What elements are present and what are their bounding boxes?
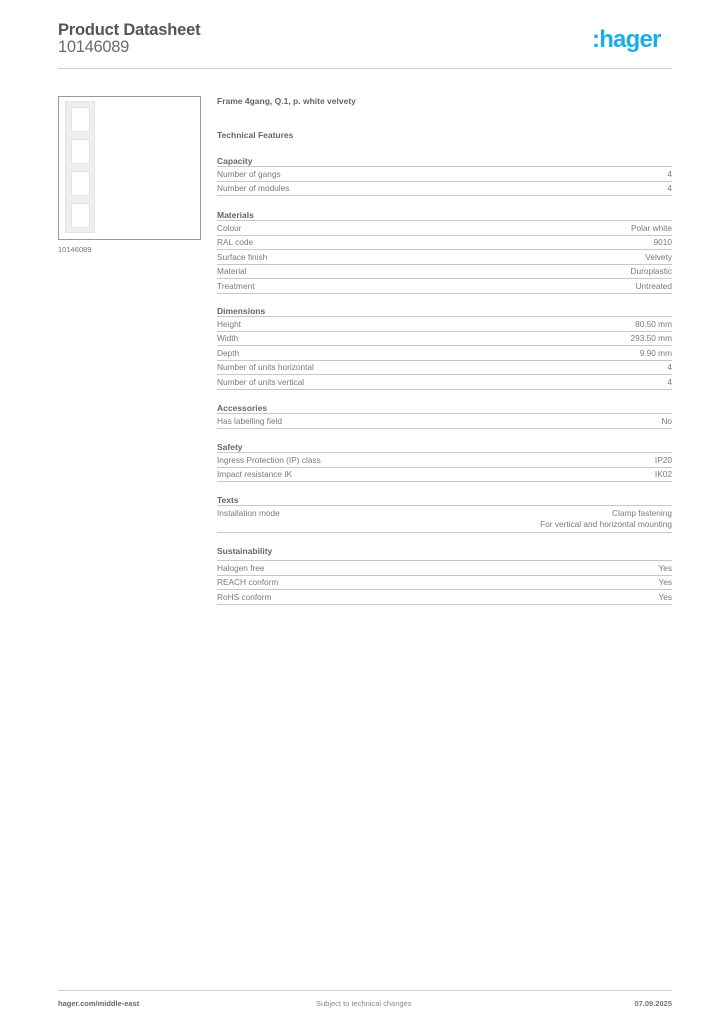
table-row: REACH conform Yes — [217, 576, 672, 590]
row-value: 4 — [667, 183, 672, 193]
row-value: 293.50 mm — [630, 333, 672, 343]
section-capacity: Capacity Number of gangs 4 Number of mod… — [217, 155, 672, 196]
table-row: Number of modules 4 — [217, 182, 672, 196]
technical-features-title: Technical Features — [217, 130, 294, 140]
row-label: RAL code — [217, 237, 254, 247]
row-value: Untreated — [635, 280, 672, 291]
section-heading: Materials — [217, 209, 672, 221]
section-heading: Safety — [217, 441, 672, 453]
table-row: Width 293.50 mm — [217, 332, 672, 346]
footer-divider — [58, 990, 672, 991]
table-row: Ingress Protection (IP) class IP20 — [217, 453, 672, 468]
section-heading: Sustainability — [217, 545, 672, 561]
header-divider — [58, 68, 672, 69]
product-name: Frame 4gang, Q.1, p. white velvety — [217, 96, 356, 106]
row-label: RoHS conform — [217, 591, 272, 602]
frame-cell-3 — [71, 171, 90, 196]
footer-date: 07.09.2025 — [634, 999, 672, 1008]
section-heading: Accessories — [217, 402, 672, 414]
table-row: RAL code 9010 — [217, 236, 672, 250]
row-label: Number of modules — [217, 183, 290, 193]
row-label: Colour — [217, 222, 242, 233]
frame-cell-4 — [71, 203, 90, 228]
footer-disclaimer: Subject to technical changes — [316, 999, 412, 1008]
row-value: Duroplastic — [630, 266, 672, 276]
row-label: Surface finish — [217, 251, 268, 262]
hager-logo: :hager — [592, 26, 661, 53]
section-safety: Safety Ingress Protection (IP) class IP2… — [217, 441, 672, 482]
table-row: Material Duroplastic — [217, 265, 672, 279]
row-value: No — [661, 415, 672, 426]
frame-cell-1 — [71, 107, 90, 132]
row-value: Yes — [658, 577, 672, 587]
product-number: 10146089 — [58, 38, 130, 56]
product-image — [58, 96, 201, 240]
section-heading: Dimensions — [217, 305, 672, 317]
section-accessories: Accessories Has labelling field No — [217, 402, 672, 429]
row-value: 9010 — [653, 237, 672, 247]
row-label: Height — [217, 318, 241, 329]
image-caption: 10146089 — [58, 245, 92, 254]
row-label: Depth — [217, 347, 240, 358]
row-label: Halogen free — [217, 562, 265, 573]
section-dimensions: Dimensions Height 80.50 mm Width 293.50 … — [217, 305, 672, 390]
section-texts: Texts Installation mode Clamp fastening … — [217, 494, 672, 533]
row-value-line-2: For vertical and horizontal mounting — [540, 518, 672, 529]
page-title: Product Datasheet — [58, 21, 201, 39]
row-label: Number of units vertical — [217, 376, 305, 387]
table-row: Surface finish Velvety — [217, 250, 672, 265]
table-row: Number of units vertical 4 — [217, 375, 672, 390]
row-label: Has labelling field — [217, 415, 283, 426]
table-row: Height 80.50 mm — [217, 317, 672, 332]
table-row: Impact resistance IK IK02 — [217, 468, 672, 482]
table-row: Halogen free Yes — [217, 561, 672, 576]
row-label: Ingress Protection (IP) class — [217, 454, 321, 465]
footer-website-link[interactable]: hager.com/middle-east — [58, 999, 140, 1008]
section-heading: Capacity — [217, 155, 672, 167]
section-heading: Texts — [217, 494, 672, 506]
table-row: Treatment Untreated — [217, 279, 672, 294]
row-value: Velvety — [645, 251, 672, 262]
row-label: Number of gangs — [217, 168, 281, 179]
table-row: Depth 9.90 mm — [217, 346, 672, 361]
row-value: 4 — [667, 168, 672, 179]
row-value: Clamp fastening For vertical and horizon… — [540, 508, 672, 530]
table-row: Colour Polar white — [217, 221, 672, 236]
frame-cell-2 — [71, 139, 90, 164]
row-value: IK02 — [654, 469, 672, 479]
row-value: Polar white — [630, 222, 672, 233]
row-value: Yes — [658, 562, 672, 573]
row-value: 4 — [667, 362, 672, 372]
row-label: Width — [217, 333, 239, 343]
section-materials: Materials Colour Polar white RAL code 90… — [217, 209, 672, 294]
row-label: Treatment — [217, 280, 255, 291]
row-value: 80.50 mm — [635, 318, 672, 329]
row-value: IP20 — [654, 454, 672, 465]
row-value: 9.90 mm — [639, 347, 672, 358]
row-label: Installation mode — [217, 507, 280, 518]
section-sustainability: Sustainability Halogen free Yes REACH co… — [217, 545, 672, 605]
table-row: Has labelling field No — [217, 414, 672, 429]
row-value-line-1: Clamp fastening — [612, 507, 672, 518]
frame-4gang-icon — [65, 101, 95, 233]
row-label: Material — [217, 266, 247, 276]
row-label: Number of units horizontal — [217, 362, 314, 372]
row-value: Yes — [658, 591, 672, 602]
table-row: RoHS conform Yes — [217, 590, 672, 605]
table-row: Number of gangs 4 — [217, 167, 672, 182]
row-label: REACH conform — [217, 577, 279, 587]
row-value: 4 — [667, 376, 672, 387]
row-label: Impact resistance IK — [217, 469, 293, 479]
table-row: Installation mode Clamp fastening For ve… — [217, 506, 672, 533]
table-row: Number of units horizontal 4 — [217, 361, 672, 375]
